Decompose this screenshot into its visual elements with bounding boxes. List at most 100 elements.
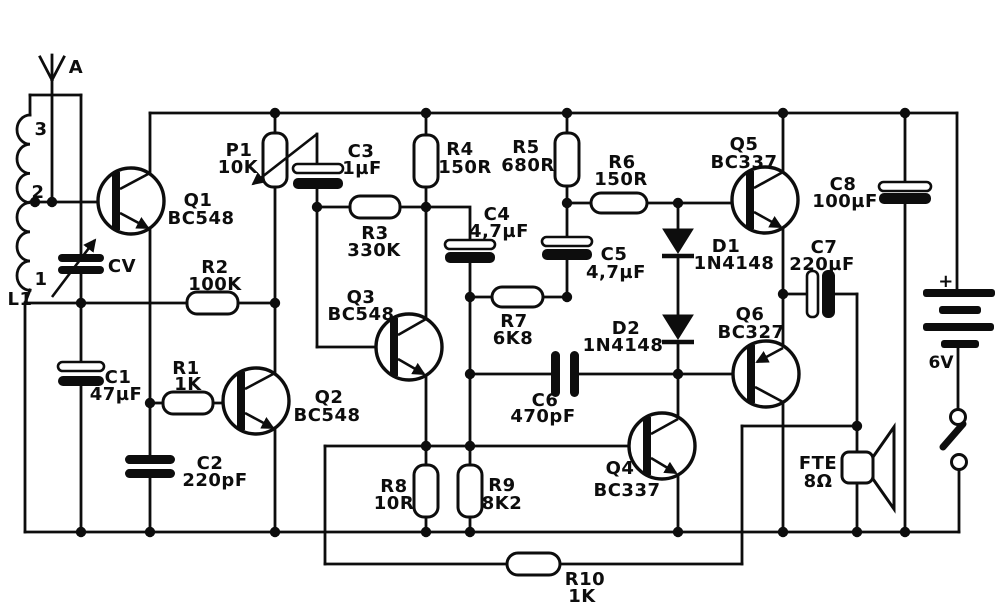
- c3-ref: C3: [348, 141, 375, 162]
- coil-winding-icon: [15, 113, 32, 292]
- q3-ref: Q3: [347, 287, 376, 308]
- cv-ref: CV: [108, 256, 136, 277]
- antenna-icon: [38, 55, 54, 82]
- r8-ref: R8: [380, 476, 407, 497]
- d2-part: 1N4148: [583, 335, 664, 356]
- q3-part: BC548: [327, 304, 394, 325]
- c6-ref: C6: [532, 390, 559, 411]
- c3-value: 1µF: [342, 158, 382, 179]
- d2-ref: D2: [612, 318, 640, 339]
- r1-value: 1K: [174, 374, 202, 395]
- r7-ref: R7: [500, 311, 527, 332]
- resistor-r7: R7 6K8: [490, 285, 545, 349]
- p1-value: 10K: [218, 157, 259, 178]
- r3-ref: R3: [361, 223, 388, 244]
- p1-wiper-arrow-icon: [251, 132, 318, 186]
- variable-capacitor-cv: CV: [50, 238, 136, 298]
- q2-part: BC548: [293, 405, 360, 426]
- d1-ref: D1: [712, 236, 740, 257]
- transistor-q3: Q3 BC548: [327, 287, 444, 382]
- transistor-q6: Q6 BC327: [717, 304, 801, 409]
- c5-ref: C5: [601, 244, 628, 265]
- q5-ref: Q5: [730, 134, 759, 155]
- r6-value: 150R: [594, 169, 647, 190]
- antenna: A: [38, 55, 83, 82]
- battery-6v: + 6V: [923, 271, 995, 373]
- r2-ref: R2: [201, 257, 228, 278]
- coil-tap-3: 3: [34, 119, 47, 140]
- battery-plus: +: [938, 271, 954, 292]
- c1-value: 47µF: [90, 384, 143, 405]
- q2-ref: Q2: [315, 387, 344, 408]
- r4-ref: R4: [446, 139, 473, 160]
- switch-lever-icon: [939, 420, 967, 451]
- transistor-q4: Q4 BC337: [593, 411, 697, 501]
- q1-ref: Q1: [184, 190, 213, 211]
- resistor-r4: R4 150R: [412, 133, 491, 189]
- q6-part: BC327: [717, 322, 784, 343]
- diode-d2: D2 1N4148: [583, 314, 694, 356]
- c4-value: 4,7µF: [469, 221, 529, 242]
- capacitor-c2: C2 220pF: [125, 453, 247, 491]
- potentiometer-p1: P1 10K: [218, 131, 318, 189]
- r10-value: 1K: [568, 586, 596, 607]
- r7-value: 6K8: [493, 328, 534, 349]
- transistor-q1: Q1 BC548: [96, 166, 234, 236]
- r1-ref: R1: [172, 358, 199, 379]
- coil-ref: L1: [8, 289, 33, 310]
- resistor-r3: R3 330K: [347, 194, 402, 261]
- c5-value: 4,7µF: [586, 262, 646, 283]
- c1-ref: C1: [105, 367, 132, 388]
- c7-value: 220µF: [789, 254, 855, 275]
- d2-triangle-icon: [662, 314, 694, 340]
- q4-part: BC337: [593, 480, 660, 501]
- r5-ref: R5: [512, 137, 539, 158]
- r9-value: 8K2: [482, 493, 523, 514]
- c8-ref: C8: [830, 174, 857, 195]
- q5-part: BC337: [710, 152, 777, 173]
- capacitor-c6: C6 470pF: [510, 351, 579, 427]
- capacitor-c1: C1 47µF: [56, 360, 143, 405]
- c2-value: 220pF: [182, 470, 247, 491]
- q4-ref: Q4: [606, 458, 635, 479]
- coil-tap-1: 1: [34, 269, 47, 290]
- capacitor-c5: C5 4,7µF: [540, 235, 646, 283]
- resistor-r9: R9 8K2: [456, 463, 523, 519]
- battery-voltage: 6V: [929, 353, 955, 373]
- c7-ref: C7: [811, 237, 838, 258]
- transistor-q2: Q2 BC548: [221, 366, 360, 436]
- speaker-ref: FTE: [799, 453, 837, 474]
- cv-arrow-icon: [50, 238, 97, 298]
- speaker: FTE 8Ω: [799, 422, 896, 514]
- c4-ref: C4: [484, 204, 511, 225]
- r10-ref: R10: [565, 569, 605, 590]
- d1-triangle-icon: [662, 228, 694, 254]
- c8-value: 100µF: [812, 191, 878, 212]
- r2-value: 100K: [188, 274, 242, 295]
- p1-ref: P1: [226, 140, 253, 161]
- resistor-r2: R2 100K: [185, 257, 242, 316]
- r3-value: 330K: [347, 240, 401, 261]
- resistor-r6: R6 150R: [589, 152, 649, 215]
- q6-ref: Q6: [736, 304, 765, 325]
- q1-part: BC548: [167, 208, 234, 229]
- speaker-horn-icon: [871, 422, 896, 514]
- speaker-body-icon: [840, 450, 875, 485]
- capacitor-c8: C8 100µF: [812, 174, 933, 212]
- diode-d1: D1 1N4148: [662, 228, 775, 274]
- resistor-r8: R8 10R: [374, 463, 440, 519]
- antenna-label: A: [69, 57, 83, 78]
- r6-ref: R6: [608, 152, 635, 173]
- d1-part: 1N4148: [694, 253, 775, 274]
- speaker-impedance: 8Ω: [804, 471, 833, 492]
- resistor-r1: R1 1K: [161, 358, 215, 416]
- r4-value: 150R: [438, 157, 491, 178]
- r8-value: 10R: [374, 493, 414, 514]
- wiring: [23, 53, 961, 566]
- capacitor-c4: C4 4,7µF: [443, 204, 529, 263]
- resistor-r10: R10 1K: [505, 551, 605, 607]
- capacitor-c7: C7 220µF: [789, 237, 855, 319]
- junction-dots: [29, 107, 911, 538]
